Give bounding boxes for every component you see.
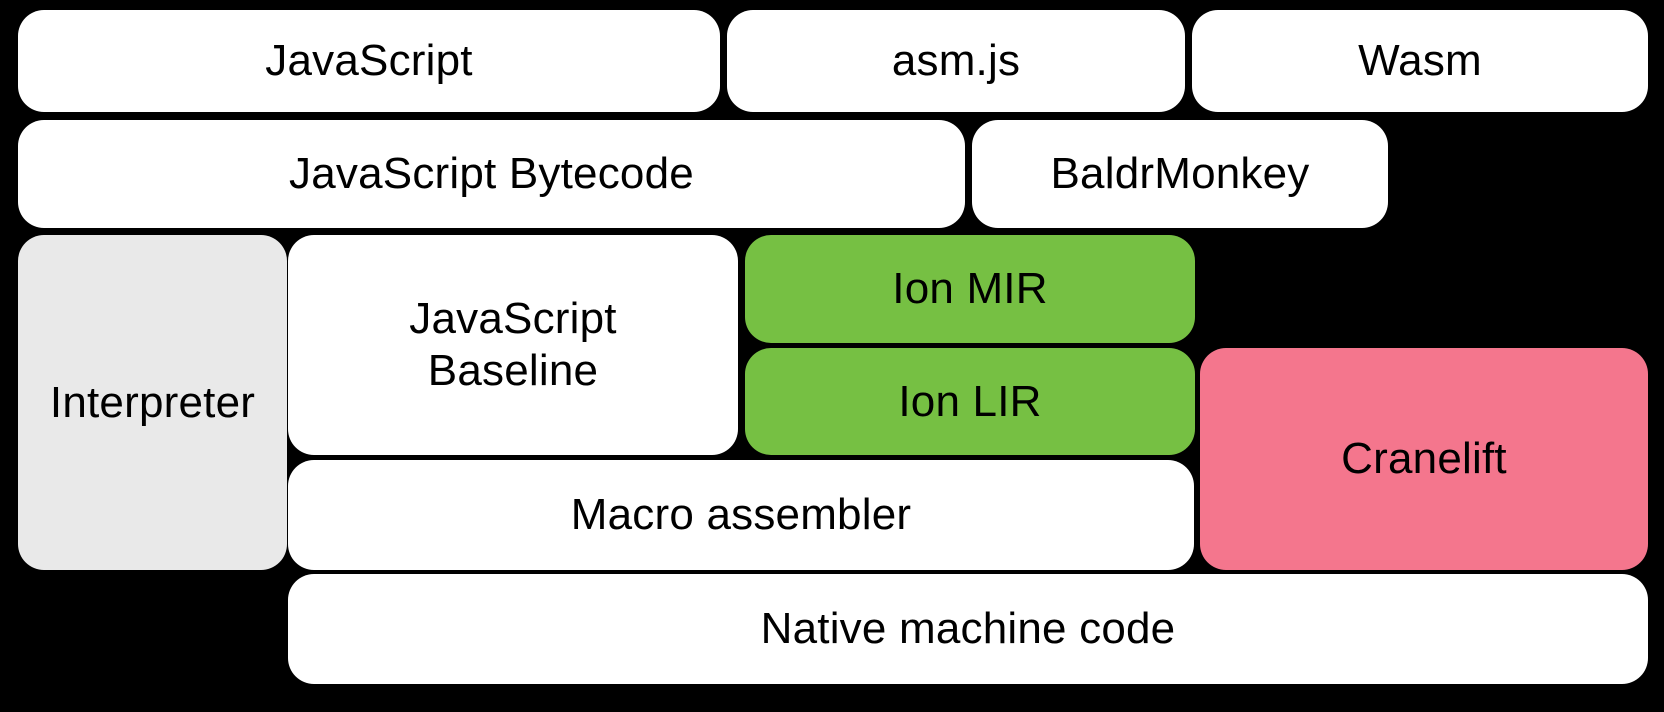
node-javascript-bytecode: JavaScript Bytecode [18,120,965,228]
node-cranelift: Cranelift [1200,348,1648,570]
node-wasm: Wasm [1192,10,1648,112]
node-asm-js: asm.js [727,10,1185,112]
node-baldrmonkey: BaldrMonkey [972,120,1388,228]
node-javascript-baseline: JavaScript Baseline [288,235,738,455]
node-macro-assembler: Macro assembler [288,460,1194,570]
node-native-machine-code: Native machine code [288,574,1648,684]
node-ion-mir: Ion MIR [745,235,1195,343]
node-javascript: JavaScript [18,10,720,112]
node-ion-lir: Ion LIR [745,348,1195,455]
node-interpreter: Interpreter [18,235,287,570]
